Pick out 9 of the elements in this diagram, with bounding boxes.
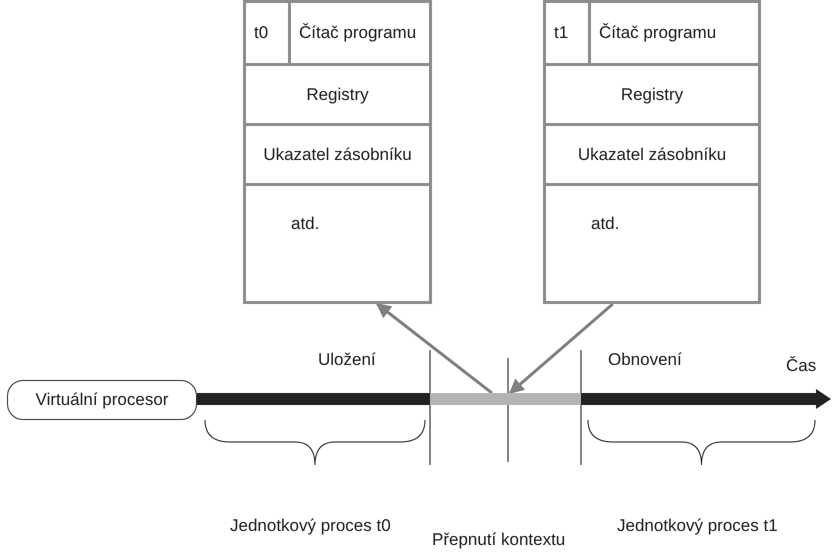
axis-label: Čas [786, 356, 816, 376]
caption-text: Jednotkový proces t0 [230, 516, 391, 536]
caption-text: Jednotkový proces t1 [617, 516, 778, 536]
context-switch-bar [430, 393, 581, 405]
processor-box: Virtuální procesor [7, 380, 197, 420]
timeline-bar [197, 393, 430, 405]
arrow [508, 302, 614, 394]
arrow [376, 302, 493, 394]
caption-text: Přepnutí kontextu [432, 530, 566, 550]
